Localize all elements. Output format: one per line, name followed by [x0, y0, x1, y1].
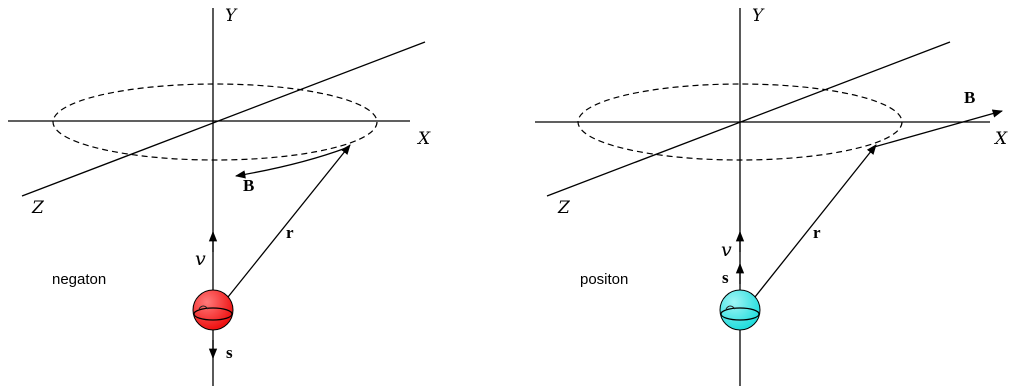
r-label: r: [813, 223, 821, 242]
orbit-ellipse: [577, 83, 903, 161]
z-axis: [546, 41, 951, 197]
particle-caption: positon: [580, 271, 628, 288]
z-axis: [21, 41, 426, 197]
panel-negaton: Y X Z r B v s negaton: [8, 6, 431, 386]
panel-positon: Y X Z r B v s positon: [535, 6, 1008, 386]
particle-sphere: [192, 289, 234, 331]
x-axis-label: X: [993, 129, 1008, 149]
s-label: s: [226, 343, 233, 362]
b-label: B: [243, 176, 254, 195]
z-axis-label: Z: [557, 198, 571, 218]
y-axis-label: Y: [225, 6, 238, 26]
particle-sphere: [719, 289, 761, 331]
particle-marking: [198, 305, 209, 310]
s-label: s: [722, 268, 729, 287]
y-axis-label: Y: [752, 6, 765, 26]
z-axis-label: Z: [31, 198, 45, 218]
v-label: v: [195, 248, 206, 270]
orbit-ellipse: [52, 83, 378, 161]
magnetic-field-vector-b: [234, 147, 347, 179]
particle-equator: [193, 307, 233, 321]
r-label: r: [286, 223, 294, 242]
x-axis-label: X: [416, 129, 431, 149]
position-vector-r: [227, 144, 351, 298]
magnetic-field-vector-b: [873, 109, 1004, 148]
negaton-particle: [192, 289, 234, 331]
particle-caption: negaton: [52, 271, 106, 288]
b-label: B: [964, 88, 975, 107]
particle-equator: [720, 307, 760, 321]
positon-particle: [719, 289, 761, 331]
particle-marking: [725, 305, 736, 310]
position-vector-r: [754, 144, 877, 298]
v-label: v: [721, 239, 732, 261]
